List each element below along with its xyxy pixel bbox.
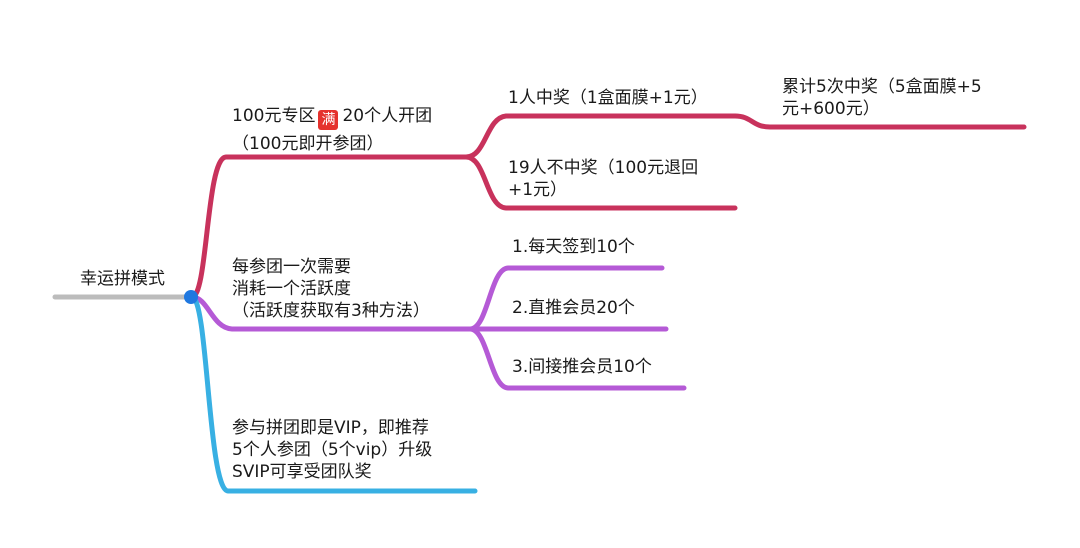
branch-line-group <box>189 154 469 300</box>
vip-node-line2: 5个人参团（5个vip）升级 <box>232 440 433 460</box>
lose-node-text: 19人不中奖（100元退回 +1元） <box>508 157 698 201</box>
cumulative-node-text: 累计5次中奖（5盒面膜+5 元+600元） <box>782 76 982 120</box>
branch-line-vip <box>189 294 478 494</box>
activity-node-line2: 消耗一个活跃度 <box>232 279 351 299</box>
subbranch-line-cumulative <box>732 113 1027 130</box>
subbranch-line-activity-3 <box>467 326 687 391</box>
subbranch-line-win <box>463 113 738 160</box>
cumulative-node-line1: 累计5次中奖（5盒面膜+5 <box>782 77 982 97</box>
win-node-label: 1人中奖（1盒面膜+1元） <box>508 88 708 108</box>
group-node-line2: （100元即开参团） <box>232 134 384 154</box>
root-dot <box>184 290 198 304</box>
group-node-line1-a: 100元专区 <box>232 106 316 126</box>
activity-child-1: 1.每天签到10个 <box>512 237 635 257</box>
cumulative-node-line2: 元+600元） <box>782 99 880 119</box>
lose-node-line1: 19人不中奖（100元退回 <box>508 158 699 178</box>
lose-node-line2: +1元） <box>508 180 568 200</box>
activity-node-line1: 每参团一次需要 <box>232 257 351 277</box>
vip-node-line1: 参与拼团即是VIP，即推荐 <box>232 418 429 438</box>
activity-node-line3: （活跃度获取有3种方法） <box>232 301 430 321</box>
subbranch-line-lose <box>463 154 738 211</box>
root-node-label: 幸运拼模式 <box>80 269 165 289</box>
activity-child-2: 2.直推会员20个 <box>512 298 635 318</box>
activity-node-text: 每参团一次需要 消耗一个活跃度 （活跃度获取有3种方法） <box>232 256 430 322</box>
activity-child-3: 3.间接推会员10个 <box>512 357 652 377</box>
vip-node-text: 参与拼团即是VIP，即推荐 5个人参团（5个vip）升级 SVIP可享受团队奖 <box>232 417 432 483</box>
man-badge: 满 <box>318 110 339 130</box>
group-node-line1-b: 20个人开团 <box>342 106 433 126</box>
vip-node-line3: SVIP可享受团队奖 <box>232 462 372 482</box>
